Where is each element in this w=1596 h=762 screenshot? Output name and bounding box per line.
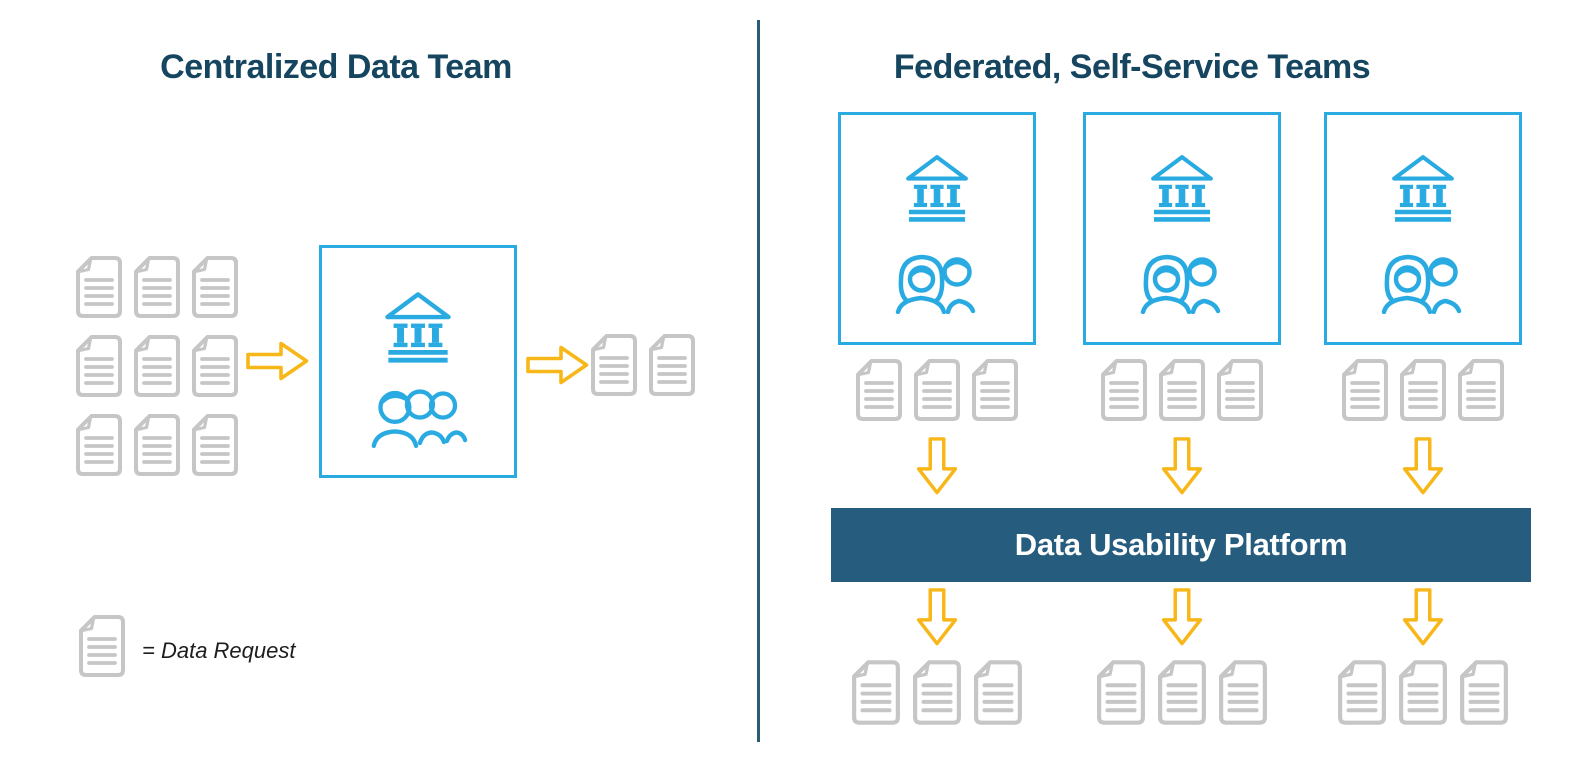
bank-icon xyxy=(904,153,970,224)
two-person-team-icon xyxy=(1377,248,1469,314)
federated-team-box xyxy=(1324,112,1522,345)
arrow-down-icon xyxy=(914,588,960,646)
team-request-docs-row xyxy=(855,358,1019,422)
arrow-down-icon xyxy=(914,437,960,495)
team-output-docs-row xyxy=(851,659,1023,726)
document-icon xyxy=(590,333,638,397)
document-icon xyxy=(648,333,696,397)
team-output-docs-row xyxy=(1337,659,1509,726)
panel-divider xyxy=(757,20,760,742)
document-icon xyxy=(75,334,123,398)
document-icon xyxy=(1341,358,1389,422)
legend-label: = Data Request xyxy=(142,638,296,663)
document-icon xyxy=(855,358,903,422)
document-icon xyxy=(191,334,239,398)
document-icon xyxy=(913,358,961,422)
arrow-down-icon xyxy=(1159,588,1205,646)
request-docs-grid xyxy=(75,255,239,477)
bank-icon xyxy=(383,290,453,365)
document-icon xyxy=(851,659,901,726)
banner-label: Data Usability Platform xyxy=(1014,527,1348,562)
document-icon xyxy=(191,255,239,319)
document-icon xyxy=(973,659,1023,726)
three-person-team-icon xyxy=(368,387,468,449)
document-icon xyxy=(1158,358,1206,422)
arrow-right-icon xyxy=(526,343,590,387)
central-data-team-box xyxy=(319,245,517,478)
two-person-team-icon xyxy=(1136,248,1228,314)
document-icon xyxy=(1459,659,1509,726)
federated-panel-title: Federated, Self-Service Teams xyxy=(893,48,1371,86)
team-output-docs-row xyxy=(1096,659,1268,726)
document-icon xyxy=(133,255,181,319)
document-icon xyxy=(1398,659,1448,726)
document-icon xyxy=(133,413,181,477)
document-icon xyxy=(1216,358,1264,422)
federated-team-box xyxy=(838,112,1036,345)
document-icon xyxy=(78,614,126,678)
document-icon xyxy=(133,334,181,398)
legend: = Data Request xyxy=(78,614,295,678)
team-request-docs-row xyxy=(1100,358,1264,422)
document-icon xyxy=(1157,659,1207,726)
document-icon xyxy=(1337,659,1387,726)
document-icon xyxy=(912,659,962,726)
document-icon xyxy=(75,413,123,477)
centralized-panel-title: Centralized Data Team xyxy=(160,48,512,86)
document-icon xyxy=(75,255,123,319)
bank-icon xyxy=(1390,153,1456,224)
document-icon xyxy=(1100,358,1148,422)
document-icon xyxy=(1096,659,1146,726)
document-icon xyxy=(1457,358,1505,422)
arrow-down-icon xyxy=(1400,588,1446,646)
document-icon xyxy=(191,413,239,477)
document-icon xyxy=(971,358,1019,422)
arrow-down-icon xyxy=(1159,437,1205,495)
output-docs-row xyxy=(590,333,696,397)
two-person-team-icon xyxy=(891,248,983,314)
data-usability-platform-banner: Data Usability Platform xyxy=(831,508,1531,582)
document-icon xyxy=(1218,659,1268,726)
bank-icon xyxy=(1149,153,1215,224)
arrow-down-icon xyxy=(1400,437,1446,495)
arrow-right-icon xyxy=(246,339,310,383)
document-icon xyxy=(1399,358,1447,422)
team-request-docs-row xyxy=(1341,358,1505,422)
federated-team-box xyxy=(1083,112,1281,345)
